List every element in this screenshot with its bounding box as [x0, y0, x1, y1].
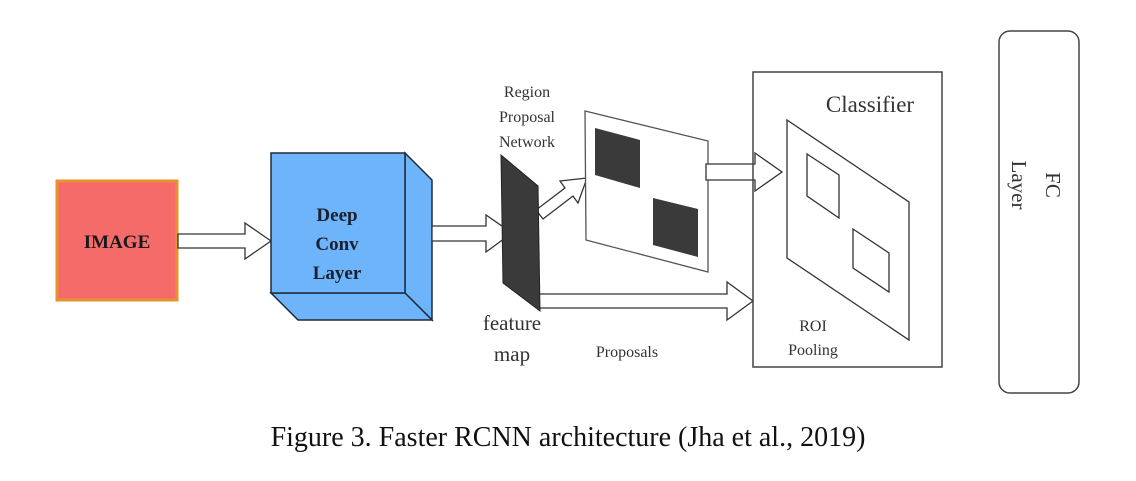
feature-map-label-line-2: map: [494, 342, 530, 366]
arrow-feature-map-to-proposal-plane: [535, 177, 588, 220]
arrow-conv-to-feature-map: [431, 213, 514, 254]
conv-label-line-3: Layer: [313, 263, 362, 284]
image-box: [55, 179, 179, 302]
conv-cube-right-face: [404, 151, 433, 322]
rpn-label: Region Proposal Network: [499, 84, 556, 151]
image-node: IMAGE: [55, 179, 179, 302]
feature-map-label-line-1: feature: [483, 311, 541, 335]
fc-layer-label-line-1: FC: [1041, 172, 1065, 198]
proposal-region-2: [653, 198, 698, 257]
rpn-label-line-3: Network: [499, 134, 555, 151]
fc-layer-label-line-2: Layer: [1007, 161, 1031, 210]
fc-layer-box: [998, 30, 1080, 394]
roi-plane-shape: [786, 118, 910, 342]
roi-region-2: [852, 227, 890, 294]
classifier-box: [752, 71, 943, 368]
classifier-label: Classifier: [826, 92, 914, 117]
fc-layer-node: FC Layer: [998, 30, 1080, 394]
arrow-image-to-conv: [177, 221, 273, 261]
arrow-proposals-to-classifier: [538, 280, 755, 322]
roi-label-line-1: ROI: [799, 318, 827, 335]
rpn-label-line-1: Region: [504, 84, 550, 101]
proposals-label: Proposals: [596, 344, 658, 361]
conv-label-line-1: Deep: [316, 205, 357, 226]
rpn-label-line-2: Proposal: [499, 109, 556, 126]
conv-cube-front-face: [270, 152, 406, 294]
feature-map-shape: [500, 153, 541, 313]
proposal-region-1: [595, 128, 640, 188]
classifier-node: Classifier ROI Pooling: [752, 71, 943, 368]
proposal-plane: [584, 110, 709, 273]
conv-cube-bottom-face: [269, 292, 434, 321]
image-label: IMAGE: [84, 232, 151, 253]
roi-label-line-2: Pooling: [788, 342, 838, 359]
figure-caption: Figure 3. Faster RCNN architecture (Jha …: [271, 422, 866, 453]
conv-node: Deep Conv Layer: [269, 151, 434, 322]
roi-region-1: [806, 152, 840, 220]
arrow-proposal-plane-to-roi: [705, 151, 784, 193]
conv-label-line-2: Conv: [315, 234, 359, 255]
